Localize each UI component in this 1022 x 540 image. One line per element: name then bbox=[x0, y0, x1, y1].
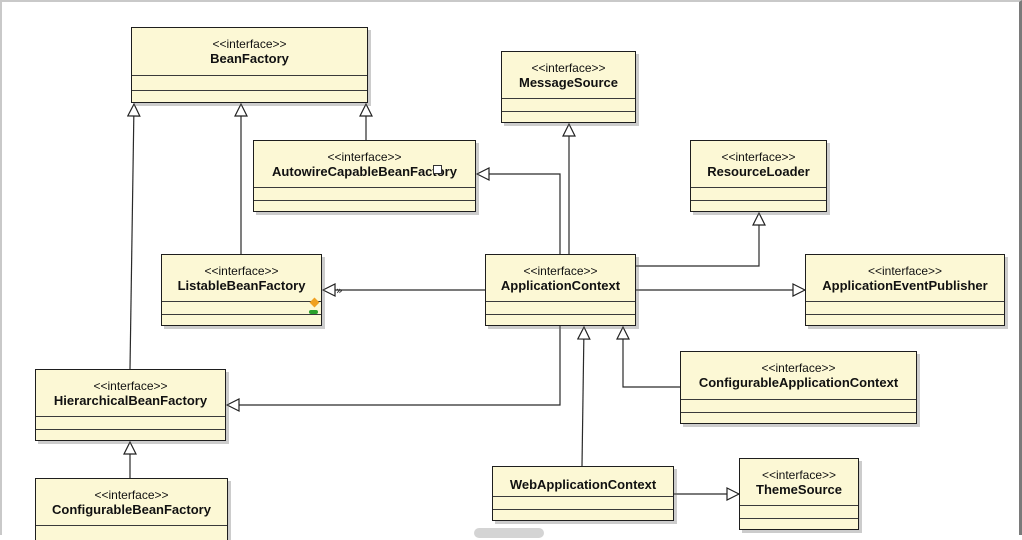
class-box-messagesource[interactable]: <<interface>> MessageSource bbox=[501, 51, 636, 123]
stereotype-label: <<interface>> bbox=[761, 361, 836, 375]
attributes-compartment bbox=[493, 496, 673, 509]
class-name: ApplicationContext bbox=[500, 278, 621, 293]
class-box-listablebeanfactory[interactable]: <<interface>> ListableBeanFactory bbox=[161, 254, 322, 326]
class-header: WebApplicationContext bbox=[493, 467, 673, 496]
class-box-configurablebeanfactory[interactable]: <<interface>> ConfigurableBeanFactory bbox=[35, 478, 228, 540]
generalization-edge-hierarchicalbeanfactory-to-beanfactory[interactable] bbox=[130, 104, 134, 370]
class-name: WebApplicationContext bbox=[509, 477, 657, 492]
generalization-edge-webapplicationcontext-to-applicationcontext[interactable] bbox=[582, 327, 584, 467]
attributes-compartment bbox=[681, 399, 916, 412]
class-header: <<interface>> AutowireCapableBeanFactory bbox=[254, 141, 475, 187]
class-box-themesource[interactable]: <<interface>> ThemeSource bbox=[739, 458, 859, 530]
class-box-resourceloader[interactable]: <<interface>> ResourceLoader bbox=[690, 140, 827, 212]
attributes-compartment bbox=[740, 505, 858, 518]
class-header: <<interface>> ConfigurableApplicationCon… bbox=[681, 352, 916, 399]
class-box-autowirecapablebeanfactory[interactable]: <<interface>> AutowireCapableBeanFactory bbox=[253, 140, 476, 212]
generalization-edge-applicationcontext-to-hierarchicalbeanfactory[interactable] bbox=[227, 326, 561, 405]
operations-compartment bbox=[132, 90, 367, 91]
operations-compartment bbox=[691, 200, 826, 201]
class-box-beanfactory[interactable]: <<interface>> BeanFactory bbox=[131, 27, 368, 103]
attributes-compartment bbox=[691, 187, 826, 200]
attributes-compartment bbox=[502, 98, 635, 111]
generalization-edge-configurableapplicationcontext-to-applicationcontext[interactable] bbox=[623, 327, 680, 388]
class-header: <<interface>> ThemeSource bbox=[740, 459, 858, 505]
class-name: ApplicationEventPublisher bbox=[822, 278, 988, 293]
operations-compartment bbox=[493, 509, 673, 510]
class-header: <<interface>> ConfigurableBeanFactory bbox=[36, 479, 227, 525]
class-name: ConfigurableBeanFactory bbox=[52, 502, 211, 517]
class-header: <<interface>> ResourceLoader bbox=[691, 141, 826, 187]
class-box-hierarchicalbeanfactory[interactable]: <<interface>> HierarchicalBeanFactory bbox=[35, 369, 226, 441]
operations-compartment bbox=[486, 314, 635, 315]
stereotype-label: <<interface>> bbox=[93, 379, 168, 393]
stereotype-label: <<interface>> bbox=[867, 264, 943, 278]
attributes-compartment bbox=[162, 301, 321, 314]
generalization-edge-applicationcontext-to-resourceloader[interactable] bbox=[636, 213, 759, 267]
stereotype-label: <<interface>> bbox=[721, 150, 796, 164]
decorator-bar-icon bbox=[309, 310, 318, 314]
class-name: HierarchicalBeanFactory bbox=[53, 393, 208, 408]
class-name: AutowireCapableBeanFactory bbox=[272, 164, 457, 179]
attributes-compartment bbox=[254, 187, 475, 200]
stereotype-label: <<interface>> bbox=[761, 468, 837, 482]
attributes-compartment bbox=[36, 525, 227, 526]
class-header: <<interface>> HierarchicalBeanFactory bbox=[36, 370, 225, 416]
class-box-applicationeventpublisher[interactable]: <<interface>> ApplicationEventPublisher bbox=[805, 254, 1005, 326]
class-header: <<interface>> BeanFactory bbox=[132, 28, 367, 75]
generalization-edge-applicationcontext-to-autowirecapablebeanfactory[interactable] bbox=[477, 174, 561, 254]
class-name: ListableBeanFactory bbox=[177, 278, 306, 293]
attributes-compartment bbox=[806, 301, 1004, 314]
selection-handle[interactable] bbox=[433, 165, 442, 174]
edge-arrow-glyph-icon: » bbox=[336, 284, 343, 297]
class-name: ConfigurableApplicationContext bbox=[698, 375, 899, 390]
attributes-compartment bbox=[36, 416, 225, 429]
operations-compartment bbox=[740, 518, 858, 519]
stereotype-label: <<interface>> bbox=[94, 488, 169, 502]
class-name: ResourceLoader bbox=[707, 164, 810, 179]
stereotype-label: <<interface>> bbox=[212, 37, 287, 51]
edge-group: » bbox=[130, 104, 805, 494]
attributes-compartment bbox=[486, 301, 635, 314]
class-box-webapplicationcontext[interactable]: WebApplicationContext bbox=[492, 466, 674, 521]
stereotype-label: <<interface>> bbox=[523, 264, 598, 278]
class-header: <<interface>> ApplicationEventPublisher bbox=[806, 255, 1004, 301]
stereotype-label: <<interface>> bbox=[327, 150, 402, 164]
operations-compartment bbox=[254, 200, 475, 201]
operations-compartment bbox=[162, 314, 321, 315]
stereotype-label: <<interface>> bbox=[204, 264, 279, 278]
stereotype-label: <<interface>> bbox=[531, 61, 606, 75]
class-box-applicationcontext[interactable]: <<interface>> ApplicationContext bbox=[485, 254, 636, 326]
operations-compartment bbox=[806, 314, 1004, 315]
horizontal-scrollbar[interactable] bbox=[474, 528, 544, 538]
operations-compartment bbox=[681, 412, 916, 413]
operations-compartment bbox=[36, 429, 225, 430]
class-name: ThemeSource bbox=[756, 482, 842, 497]
class-box-configurableapplicationcontext[interactable]: <<interface>> ConfigurableApplicationCon… bbox=[680, 351, 917, 424]
class-header: <<interface>> ApplicationContext bbox=[486, 255, 635, 301]
class-name: BeanFactory bbox=[210, 51, 289, 66]
class-header: <<interface>> ListableBeanFactory bbox=[162, 255, 321, 301]
class-header: <<interface>> MessageSource bbox=[502, 52, 635, 98]
class-name: MessageSource bbox=[519, 75, 618, 90]
operations-compartment bbox=[502, 111, 635, 112]
attributes-compartment bbox=[132, 75, 367, 90]
